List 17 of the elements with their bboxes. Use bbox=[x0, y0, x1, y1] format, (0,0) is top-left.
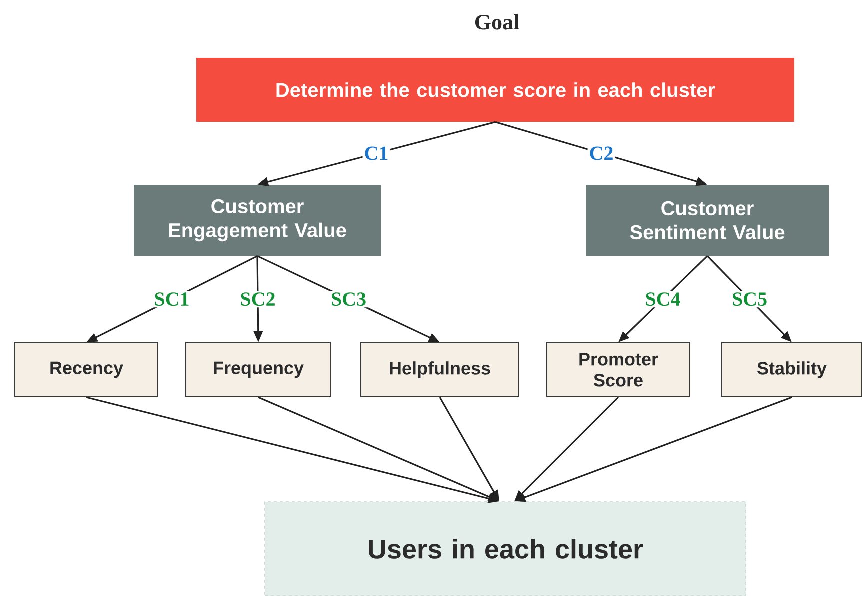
attribute-box: Promoter Score bbox=[546, 342, 690, 398]
result-box: Users in each cluster bbox=[264, 502, 746, 596]
attribute-box: Helpfulness bbox=[360, 342, 520, 398]
edge-label: SC3 bbox=[329, 291, 368, 308]
goal-box: Determine the customer score in each cluster bbox=[196, 58, 794, 122]
criterion-box: Customer Sentiment Value bbox=[586, 185, 829, 256]
attribute-box: Recency bbox=[14, 342, 158, 398]
title: Goal bbox=[475, 14, 520, 30]
edge-label: SC2 bbox=[238, 291, 278, 308]
attribute-box: Frequency bbox=[186, 342, 332, 398]
edge-label: C1 bbox=[362, 145, 390, 162]
edge-label: C2 bbox=[588, 145, 616, 162]
edge-label: SC5 bbox=[730, 291, 770, 308]
edge-label: SC1 bbox=[152, 291, 192, 308]
edge-label: SC4 bbox=[644, 291, 682, 308]
criterion-box: Customer Engagement Value bbox=[134, 185, 381, 256]
attribute-box: Stability bbox=[722, 342, 862, 398]
